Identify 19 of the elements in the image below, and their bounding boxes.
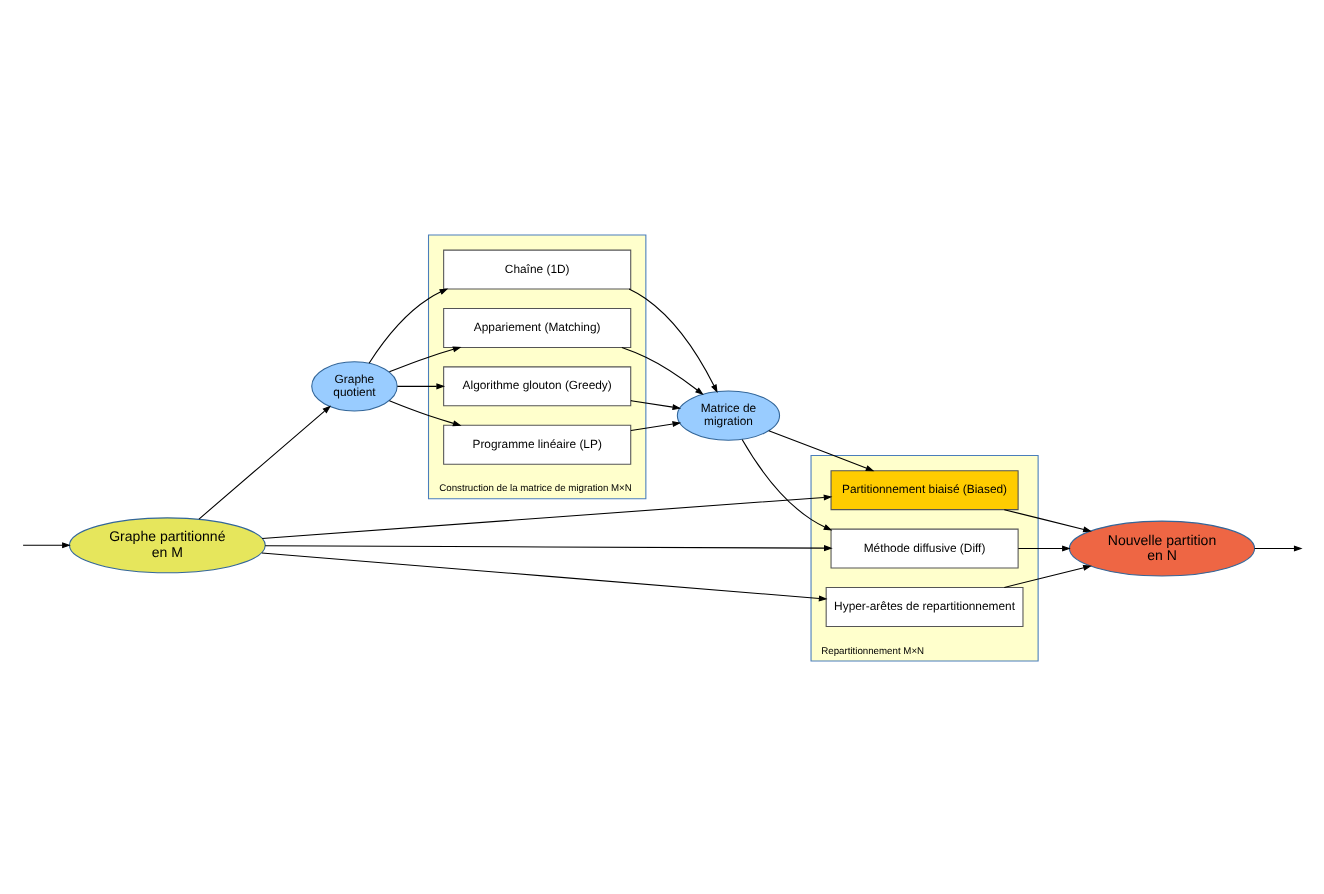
arrow [22,541,71,548]
arrow [264,544,833,551]
arrow [261,551,828,601]
arrow [388,399,462,426]
arrow [741,437,833,530]
arrow [1017,544,1071,551]
arrow [1003,563,1092,587]
arrow [388,345,462,372]
arrow [628,287,718,393]
arrow [630,399,682,410]
arrow [768,429,875,471]
arrow [621,345,704,395]
arrow [261,493,833,538]
arrow [396,382,446,389]
arrow [368,287,449,363]
arrow [198,404,332,519]
arrow [1254,544,1303,551]
arrow [1003,508,1092,532]
arrow [630,420,682,430]
